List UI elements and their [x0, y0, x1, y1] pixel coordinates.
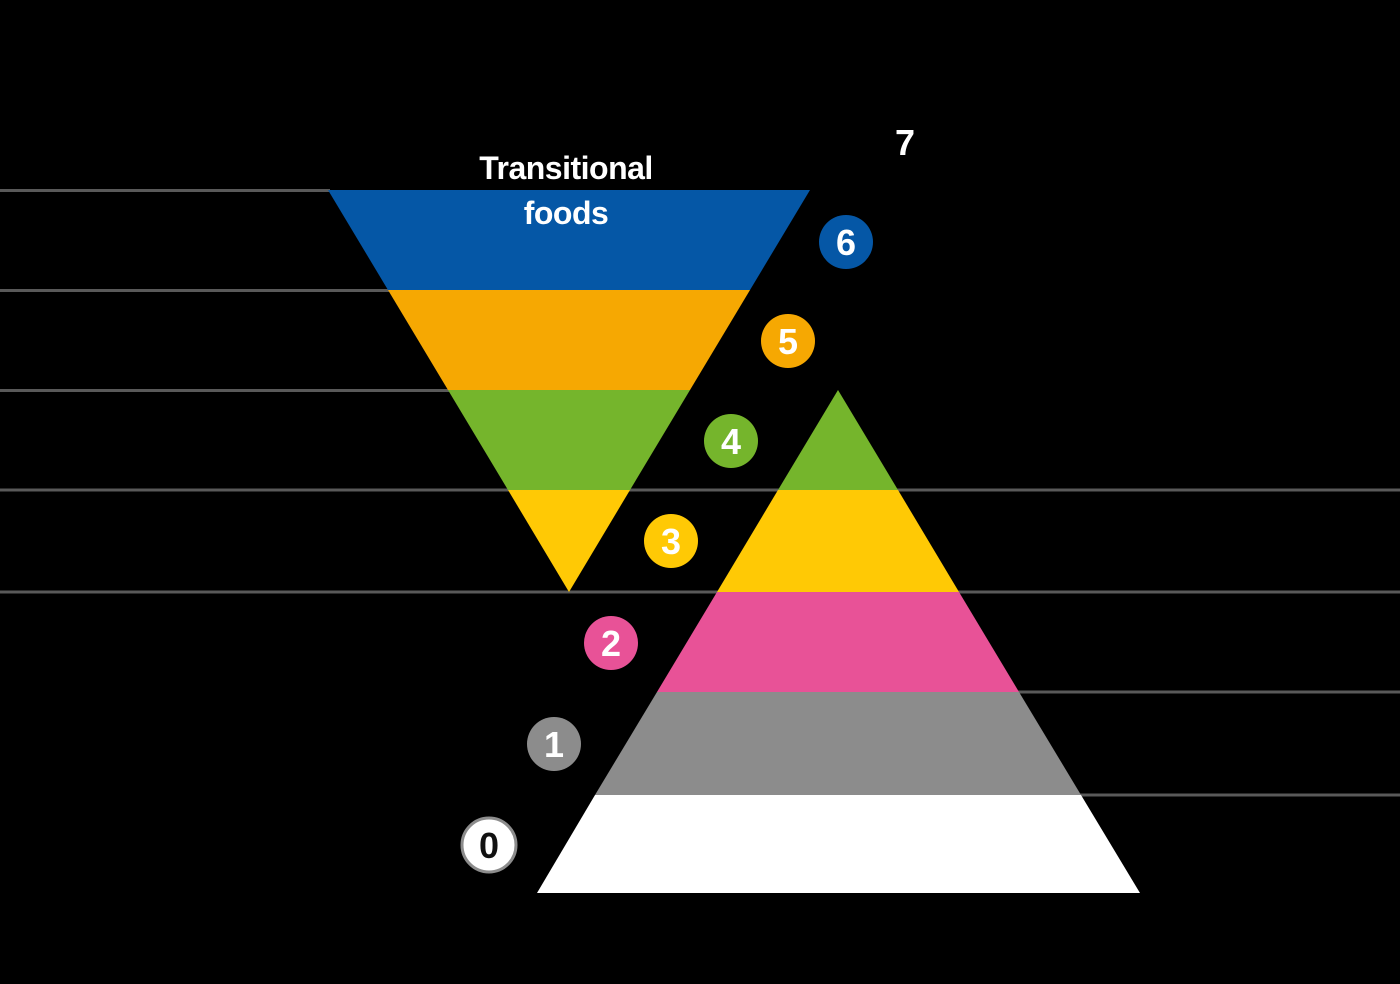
level-badge-4: 4	[704, 414, 758, 468]
level-badge-3-circle	[644, 514, 698, 568]
level-badge-5-label: 5	[778, 321, 798, 362]
level-badge-2-circle	[584, 616, 638, 670]
level-badge-6-label: 6	[836, 222, 856, 263]
level-badge-1-circle	[527, 717, 581, 771]
level-badge-5-circle	[761, 314, 815, 368]
title-line-2: foods	[524, 195, 609, 231]
upright-pyramid	[537, 390, 1140, 893]
level-badge-2: 2	[584, 616, 638, 670]
inverted-band-orange-level5	[388, 290, 750, 390]
level-badge-1: 1	[527, 717, 581, 771]
level-badge-0: 0	[460, 816, 518, 874]
upright-band-gray-level1	[595, 692, 1081, 795]
level-badge-6: 6	[819, 215, 873, 269]
upright-band-yellow-level3	[717, 490, 959, 592]
level-badge-0-circle	[460, 816, 518, 874]
inverted-band-blue-level6	[328, 190, 810, 290]
level-badge-4-label: 4	[721, 421, 741, 462]
level-badge-0-label: 0	[479, 825, 499, 866]
level-badge-6-circle	[819, 215, 873, 269]
level-badge-1-label: 1	[544, 724, 564, 765]
level-badge-2-label: 2	[601, 623, 621, 664]
upright-band-green-level4	[778, 390, 898, 490]
level-badge-5: 5	[761, 314, 815, 368]
inverted-pyramid	[328, 190, 810, 592]
upright-band-white-level0	[537, 795, 1140, 893]
level-badge-3-label: 3	[661, 521, 681, 562]
level-badge-7: 7	[895, 122, 915, 163]
level-badge-7-label: 7	[895, 122, 915, 163]
level-badge-4-circle	[704, 414, 758, 468]
level-badge-3: 3	[644, 514, 698, 568]
inverted-band-green-level4	[448, 390, 690, 490]
inverted-pyramid-title: Transitional foods	[479, 150, 653, 231]
upright-band-pink-level2	[657, 592, 1019, 692]
inverted-band-yellow-level3	[508, 490, 630, 592]
title-line-1: Transitional	[479, 150, 653, 186]
